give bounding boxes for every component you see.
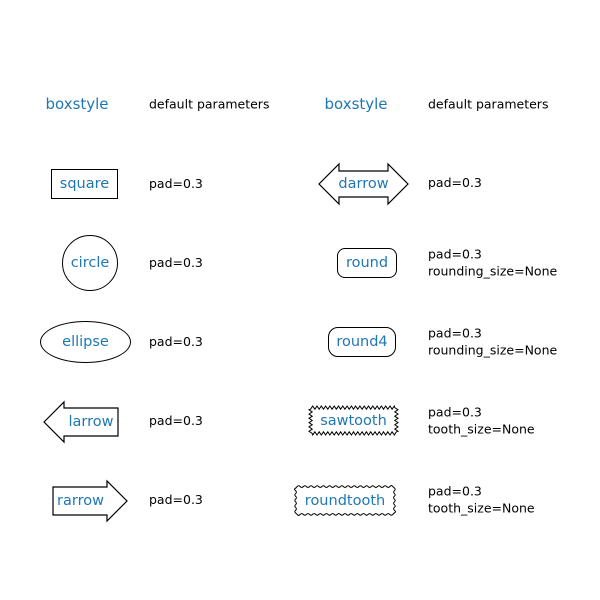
- roundtooth-default-params: pad=0.3 tooth_size=None: [428, 484, 535, 517]
- round-boxstyle-label: round: [345, 255, 389, 271]
- param-line: rounding_size=None: [428, 342, 558, 357]
- circle-default-params: pad=0.3: [149, 255, 203, 272]
- round4-boxstyle-label: round4: [336, 334, 388, 350]
- round-default-params: pad=0.3 rounding_size=None: [428, 247, 557, 280]
- default-parameters-header-right: default parameters: [428, 96, 549, 112]
- square-shape-cell: square: [51, 169, 118, 199]
- ellipse-shape-cell: ellipse: [40, 321, 131, 363]
- darrow-arrow-shape: [318, 162, 409, 206]
- rarrow-default-params: pad=0.3: [149, 492, 203, 509]
- default-parameters-header-left: default parameters: [149, 96, 270, 112]
- sawtooth-default-params: pad=0.3 tooth_size=None: [428, 405, 535, 438]
- darrow-default-params: pad=0.3: [428, 175, 482, 192]
- param-line: pad=0.3: [149, 254, 203, 270]
- param-line: pad=0.3: [149, 333, 203, 349]
- square-boxstyle-label: square: [59, 176, 110, 192]
- boxstyle-header-right: boxstyle: [324, 95, 388, 113]
- param-line: pad=0.3: [428, 404, 482, 420]
- param-line: pad=0.3: [149, 491, 203, 507]
- larrow-boxstyle-label: larrow: [68, 414, 114, 430]
- ellipse-boxstyle-label: ellipse: [62, 334, 109, 350]
- circle-boxstyle-label: circle: [70, 255, 110, 271]
- ellipse-default-params: pad=0.3: [149, 334, 203, 351]
- round4-default-params: pad=0.3 rounding_size=None: [428, 326, 557, 359]
- circle-shape: [62, 235, 118, 291]
- square-default-params: pad=0.3: [149, 176, 203, 193]
- rarrow-shape-cell: rarrow: [52, 479, 129, 523]
- larrow-default-params: pad=0.3: [149, 413, 203, 430]
- param-line: pad=0.3: [428, 246, 482, 262]
- round4-shape-cell: round4: [328, 327, 396, 357]
- param-line: rounding_size=None: [428, 263, 558, 278]
- larrow-arrow-shape: [43, 400, 119, 444]
- param-line: pad=0.3: [149, 175, 203, 191]
- sawtooth-boxstyle-label: sawtooth: [320, 412, 387, 429]
- round4-box-shape: [328, 327, 396, 357]
- sawtooth-shape-cell: sawtooth: [307, 404, 400, 437]
- round-box-shape: [337, 248, 397, 278]
- param-line: pad=0.3: [428, 174, 482, 190]
- ellipse-shape: [40, 321, 131, 363]
- square-box-shape: [51, 169, 118, 199]
- darrow-boxstyle-label: darrow: [338, 176, 389, 192]
- roundtooth-boxstyle-label: roundtooth: [304, 492, 386, 509]
- roundtooth-box-shape: [294, 485, 396, 516]
- sawtooth-box-shape: [307, 404, 400, 437]
- circle-shape-cell: circle: [62, 235, 118, 291]
- darrow-shape-cell: darrow: [318, 162, 409, 206]
- param-line: pad=0.3: [149, 412, 203, 428]
- rarrow-boxstyle-label: rarrow: [57, 493, 104, 509]
- param-line: pad=0.3: [428, 325, 482, 341]
- round-shape-cell: round: [337, 248, 397, 278]
- boxstyle-header-left: boxstyle: [45, 95, 109, 113]
- larrow-shape-cell: larrow: [43, 400, 120, 444]
- param-line: pad=0.3: [428, 483, 482, 499]
- roundtooth-shape-cell: roundtooth: [293, 484, 397, 517]
- rarrow-arrow-shape: [52, 479, 128, 523]
- param-line: tooth_size=None: [428, 421, 535, 436]
- param-line: tooth_size=None: [428, 500, 535, 515]
